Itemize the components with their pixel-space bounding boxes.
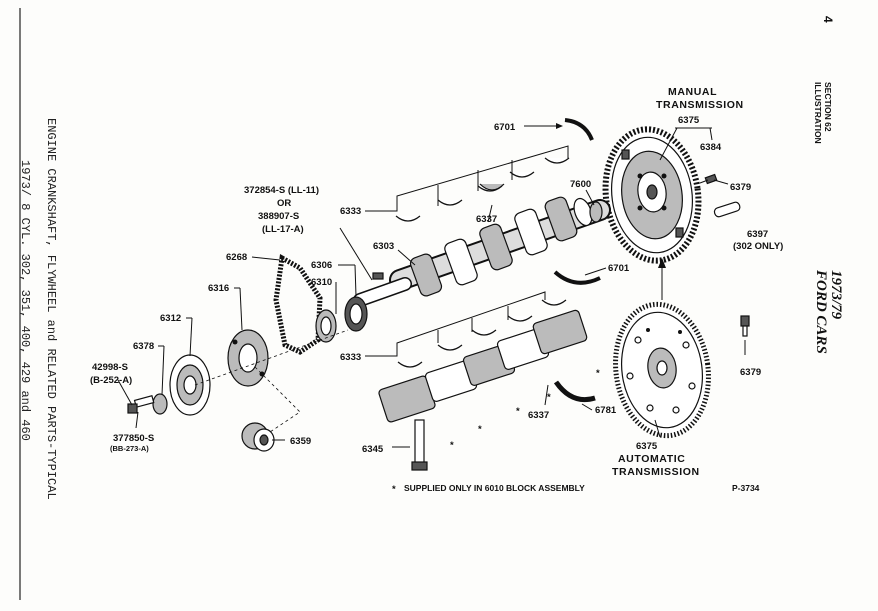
label-6378: 6378: [133, 341, 154, 352]
label-7600: 7600: [570, 179, 591, 190]
caption-line-1: ENGINE CRANKSHAFT, FLYWHEEL and RELATED …: [44, 118, 58, 500]
label-6312: 6312: [160, 313, 181, 324]
label-6701-top: 6701: [494, 122, 516, 133]
manual-flywheel: [602, 126, 702, 264]
label-388907: 388907-S: [258, 211, 299, 222]
asterisk-mark: *: [478, 424, 482, 435]
label-6333-bottom: 6333: [340, 352, 361, 363]
dowel-pin: [713, 201, 741, 218]
label-6306: 6306: [311, 260, 332, 271]
label-6337-bottom: 6337: [528, 410, 549, 421]
main-bearings-upper: [395, 157, 570, 222]
label-automatic: AUTOMATIC: [618, 453, 685, 465]
bracket-6333-top: [365, 145, 569, 212]
main-bearing-caps: [378, 309, 588, 423]
footnote-asterisk: *: [392, 484, 396, 495]
label-377850: 377850-S: [113, 433, 154, 444]
label-388907-code: (LL-17-A): [262, 224, 304, 235]
diagram-caption: ENGINE CRANKSHAFT, FLYWHEEL and RELATED …: [18, 118, 58, 500]
centerline: [194, 329, 349, 386]
arrow-head: [658, 258, 666, 268]
label-6701-bottom: 6701: [608, 263, 630, 274]
asterisk-mark: *: [547, 392, 551, 403]
side-title-make: FORD CARS: [813, 269, 829, 354]
bracket-6333-bottom: [365, 291, 546, 357]
label-6375-manual: 6375: [678, 115, 700, 126]
side-heading-line-2: SECTION 62: [823, 82, 833, 132]
crankshaft: [353, 196, 611, 307]
footnote: SUPPLIED ONLY IN 6010 BLOCK ASSEMBLY: [404, 483, 585, 493]
svg-text:4: 4: [821, 16, 835, 23]
label-6397: 6397: [747, 229, 768, 240]
rear-seal: [553, 380, 596, 403]
damper-bolt: [127, 395, 155, 414]
main-bearings-lower: [397, 299, 567, 368]
asterisk-mark: *: [516, 406, 520, 417]
label-or: OR: [277, 198, 291, 209]
label-6359: 6359: [290, 436, 311, 447]
label-6384: 6384: [700, 142, 722, 153]
caption-line-2: 1973/ 8 CYL. 302, 351, 400, 429 and 460: [18, 160, 32, 441]
crank-spacer: [241, 422, 275, 452]
automatic-flexplate: [613, 301, 711, 439]
label-6345: 6345: [362, 444, 384, 455]
label-6379-bottom: 6379: [740, 367, 761, 378]
asterisk-mark: *: [596, 368, 600, 379]
leader-lines: [117, 123, 746, 448]
cap-bolt: [411, 419, 428, 471]
label-6379-top: 6379: [730, 182, 751, 193]
thrust-washer-top: [564, 118, 594, 141]
side-title-years: 1973/79: [828, 270, 844, 320]
label-6316: 6316: [208, 283, 229, 294]
label-auto-transmission: TRANSMISSION: [612, 466, 700, 478]
side-heading-line-1: ILLUSTRATION: [813, 82, 823, 144]
label-6268: 6268: [226, 252, 247, 263]
label-6333-top: 6333: [340, 206, 361, 217]
page-number: 4: [821, 16, 835, 23]
label-6397-note: (302 ONLY): [733, 241, 783, 252]
label-6375-auto: 6375: [636, 441, 658, 452]
plate-number: P-3734: [732, 483, 760, 493]
asterisk-mark: *: [450, 440, 454, 451]
label-6781: 6781: [595, 405, 617, 416]
crank-key: [372, 272, 384, 280]
label-6310: 6310: [311, 277, 332, 288]
label-372854: 372854-S (LL-11): [244, 185, 319, 196]
side-title: 1973/79 FORD CARS: [813, 269, 844, 354]
label-377850-code: (BB-273-A): [110, 444, 149, 453]
thrust-washer-bottom: [553, 270, 601, 285]
label-42998-code: (B-252-A): [90, 375, 132, 386]
label-manual: MANUAL: [668, 86, 717, 98]
flywheel-bolt-bottom: [740, 315, 750, 337]
label-42998: 42998-S: [92, 362, 128, 373]
label-transmission: TRANSMISSION: [656, 99, 744, 111]
side-heading: ILLUSTRATION SECTION 62: [813, 82, 833, 144]
flywheel-bolt-top: [699, 173, 718, 185]
damper-washer: [152, 393, 168, 415]
pilot-bearing: [589, 201, 603, 223]
label-6337-top: 6337: [476, 214, 497, 225]
timing-chain: [273, 254, 323, 355]
label-6303: 6303: [373, 241, 394, 252]
